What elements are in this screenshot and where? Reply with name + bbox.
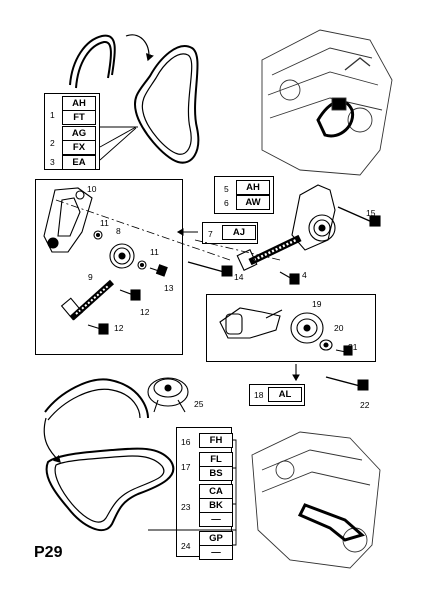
code-box-17b: BS	[199, 466, 233, 481]
code-7-frame	[202, 222, 258, 244]
code-box-17a: FL	[199, 452, 233, 467]
callout-18: 18	[254, 390, 264, 400]
code-box-1b: FT	[62, 110, 96, 125]
callout-20: 20	[334, 323, 344, 333]
callout-2: 2	[50, 138, 55, 148]
tensioner-right-frame	[206, 294, 376, 362]
callout-9: 9	[88, 272, 93, 282]
callout-19: 19	[312, 299, 322, 309]
callout-1: 1	[50, 110, 55, 120]
long-bolt-22-illustration	[325, 376, 369, 391]
callout-21: 21	[348, 342, 358, 352]
callout-17: 17	[181, 462, 191, 472]
tensioner-assembly-illustration	[236, 184, 381, 285]
callout-12a: 12	[140, 307, 150, 317]
code-box-6: AW	[236, 195, 270, 210]
drive-belt-bottom-illustration	[43, 378, 175, 531]
engine-bottom-illustration	[251, 431, 381, 569]
callout-13: 13	[164, 283, 174, 293]
callout-14: 14	[234, 272, 244, 282]
callout-11a: 11	[100, 218, 109, 228]
callout-15: 15	[366, 208, 376, 218]
code-box-18: AL	[268, 387, 302, 402]
callout-11b: 11	[150, 247, 159, 257]
page-label: P29	[34, 544, 63, 561]
tensioner-bracket-illustration	[43, 187, 168, 335]
code-18-frame	[249, 384, 305, 406]
callout-24: 24	[181, 541, 191, 551]
code-box-23b: BK	[199, 498, 233, 513]
code-box-2b: FX	[62, 140, 96, 155]
callout-5: 5	[224, 184, 229, 194]
code-box-23a: CA	[199, 484, 233, 499]
code-box-23c: —	[199, 512, 233, 527]
assembly-centerlines	[55, 199, 281, 261]
tensioner-left-frame	[35, 179, 183, 355]
idler-pulley-25-illustration	[147, 377, 189, 413]
callout-16: 16	[181, 437, 191, 447]
code-box-24b: —	[199, 545, 233, 560]
callout-10: 10	[87, 184, 97, 194]
code-box-1a: AH	[62, 96, 96, 111]
code-box-16: FH	[199, 433, 233, 448]
long-bolt-14-illustration	[187, 261, 233, 277]
drive-belt-top-illustration	[69, 34, 200, 164]
engine-top-illustration	[261, 29, 393, 176]
code-box-3: EA	[62, 155, 96, 170]
callout-12b: 12	[114, 323, 124, 333]
callout-3: 3	[50, 157, 55, 167]
callout-6: 6	[224, 198, 229, 208]
code-box-24a: GP	[199, 531, 233, 546]
tensioner-codes-frame	[214, 176, 274, 214]
code-box-7: AJ	[222, 225, 256, 240]
code-box-2a: AG	[62, 126, 96, 141]
tensioner-pulley-illustration	[219, 307, 353, 356]
callout-8: 8	[116, 226, 121, 236]
callout-23: 23	[181, 502, 191, 512]
callout-22: 22	[360, 400, 370, 410]
callout-4: 4	[302, 270, 307, 280]
callout-7: 7	[208, 229, 213, 239]
callout-25: 25	[194, 399, 204, 409]
code-box-5: AH	[236, 180, 270, 195]
